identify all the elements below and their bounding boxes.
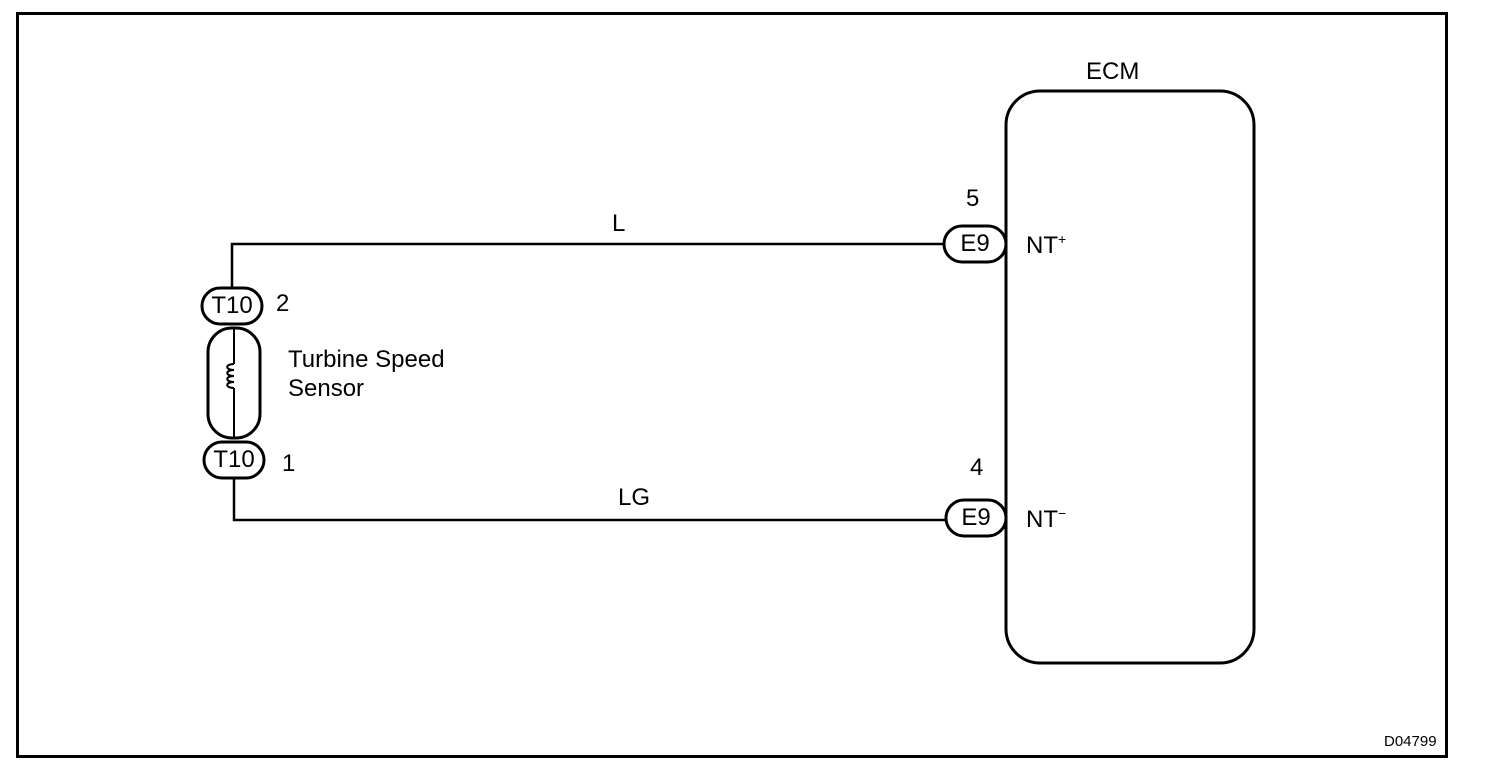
sensor-connector-upper — [200, 286, 264, 326]
coil-icon — [226, 363, 235, 389]
ecm-connector-upper — [942, 224, 1008, 264]
terminal-polarity-upper: + — [1058, 231, 1067, 247]
terminal-polarity-lower: − — [1058, 505, 1067, 521]
ecm-terminal-upper: NT+ — [1026, 231, 1067, 259]
wire-l — [230, 242, 944, 288]
ecm-connector-lower — [944, 498, 1008, 538]
ecm-connector-code-lower: E9 — [961, 504, 991, 531]
ecm-connector-code-upper: E9 — [960, 230, 990, 257]
wire-color-l: L — [612, 210, 626, 237]
sensor-pin-number-upper: 2 — [276, 290, 290, 317]
ecm-box — [1004, 89, 1256, 665]
ecm-terminal-lower: NT− — [1026, 505, 1067, 533]
sensor-connector-lower — [202, 440, 266, 480]
ecm-pin-number-lower: 4 — [970, 454, 984, 481]
sensor-connector-code-upper: T10 — [211, 292, 253, 319]
sensor-connector-code-lower: T10 — [213, 446, 255, 473]
sensor-name-line-1: Turbine Speed — [288, 346, 445, 373]
diagram-frame — [16, 12, 1448, 758]
sensor-name-line-2: Sensor — [288, 375, 365, 402]
ecm-title: ECM — [1086, 58, 1140, 85]
sensor-pin-number-lower: 1 — [282, 450, 296, 477]
sensor-name: Turbine Speed Sensor — [288, 345, 445, 403]
wire-lg — [232, 478, 946, 522]
ecm-pin-number-upper: 5 — [966, 185, 980, 212]
figure-code: D04799 — [1384, 733, 1437, 750]
wire-color-lg: LG — [618, 484, 651, 511]
